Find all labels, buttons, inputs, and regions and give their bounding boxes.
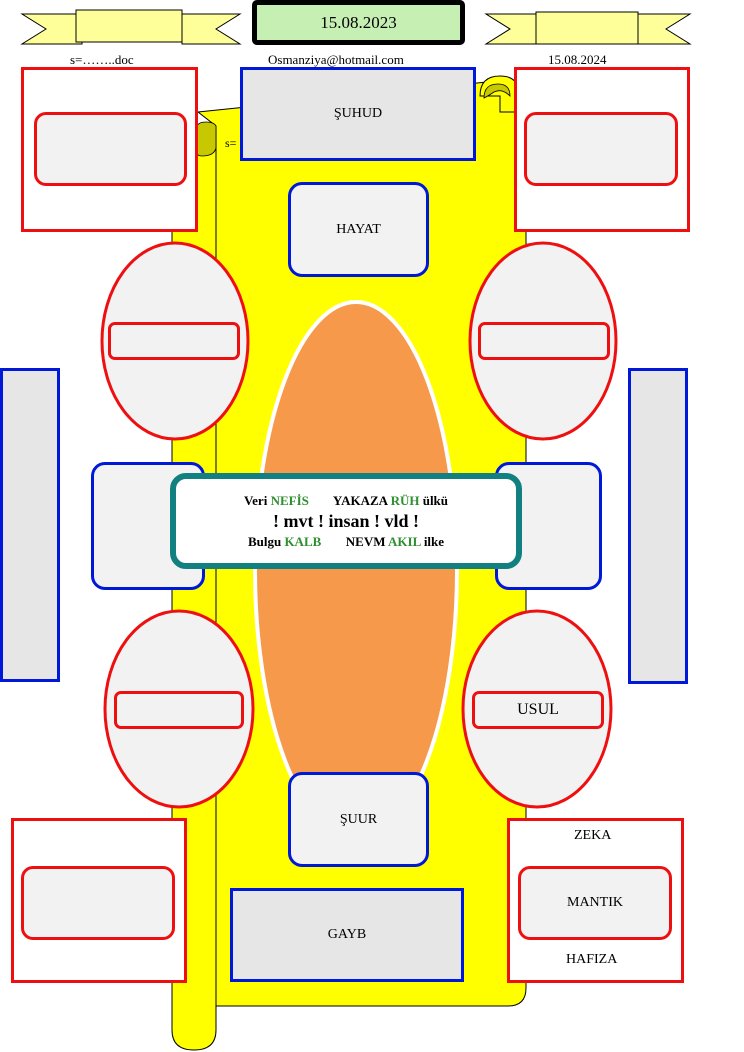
center-line-1: Veri NEFİS YAKAZA RÜH ülkü — [244, 493, 448, 509]
akil-text: AKIL — [388, 533, 421, 549]
center-ellipse — [253, 300, 459, 840]
mantik-label: MANTIK — [567, 895, 623, 910]
oval-bar-bottom-left — [114, 691, 244, 729]
gayb-label: GAYB — [327, 927, 367, 942]
bulgu-text: Bulgu — [247, 533, 282, 549]
oval-bar-top-right — [478, 322, 610, 360]
scroll-note: s= — [225, 136, 237, 150]
mantik-box: MANTIK — [518, 866, 672, 940]
ilke-text: ilke — [423, 533, 445, 549]
center-text-box: Veri NEFİS YAKAZA RÜH ülkü ! mvt ! insan… — [170, 473, 522, 569]
shuhud-box: ŞUHUD — [240, 67, 476, 161]
gayb-box: GAYB — [230, 888, 464, 982]
center-line-2: ! mvt ! insan ! vld ! — [272, 510, 419, 531]
shuur-box: ŞUUR — [288, 772, 429, 867]
usul-label: USUL — [517, 701, 559, 718]
inner-box-top-right — [524, 112, 678, 186]
left-ribbon-banner — [20, 9, 242, 45]
inner-box-top-left — [34, 112, 187, 186]
date-right-label: 15.08.2024 — [548, 52, 607, 67]
ruh-text: RÜH — [390, 492, 420, 508]
zeka-label: ZEKA — [574, 828, 612, 843]
inner-box-bottom-left — [21, 866, 175, 940]
doc-label: s=……..doc — [70, 52, 134, 67]
center-line-3: Bulgu KALB NEVM AKIL ilke — [248, 534, 444, 550]
hayat-box: HAYAT — [288, 182, 429, 277]
shuhud-label: ŞUHUD — [333, 106, 383, 121]
nefis-text: NEFİS — [270, 492, 309, 508]
side-bar-right — [628, 368, 688, 684]
usul-box: USUL — [472, 691, 604, 729]
nevm-text: NEVM — [345, 533, 386, 549]
side-bar-left — [0, 368, 60, 682]
date-center-text: 15.08.2023 — [320, 12, 397, 32]
ulku-text: ülkü — [422, 492, 449, 508]
date-box: 15.08.2023 — [252, 0, 465, 45]
oval-bar-top-left — [108, 322, 240, 360]
shuur-label: ŞUUR — [339, 811, 378, 827]
kalb-text: KALB — [284, 533, 322, 549]
hayat-label: HAYAT — [336, 221, 381, 237]
veri-text: Veri — [243, 492, 268, 508]
yakaza-text: YAKAZA — [332, 492, 388, 508]
hafiza-label: HAFIZA — [566, 952, 618, 967]
email-label: Osmanziya@hotmail.com — [268, 52, 404, 67]
right-ribbon-banner — [484, 11, 692, 45]
